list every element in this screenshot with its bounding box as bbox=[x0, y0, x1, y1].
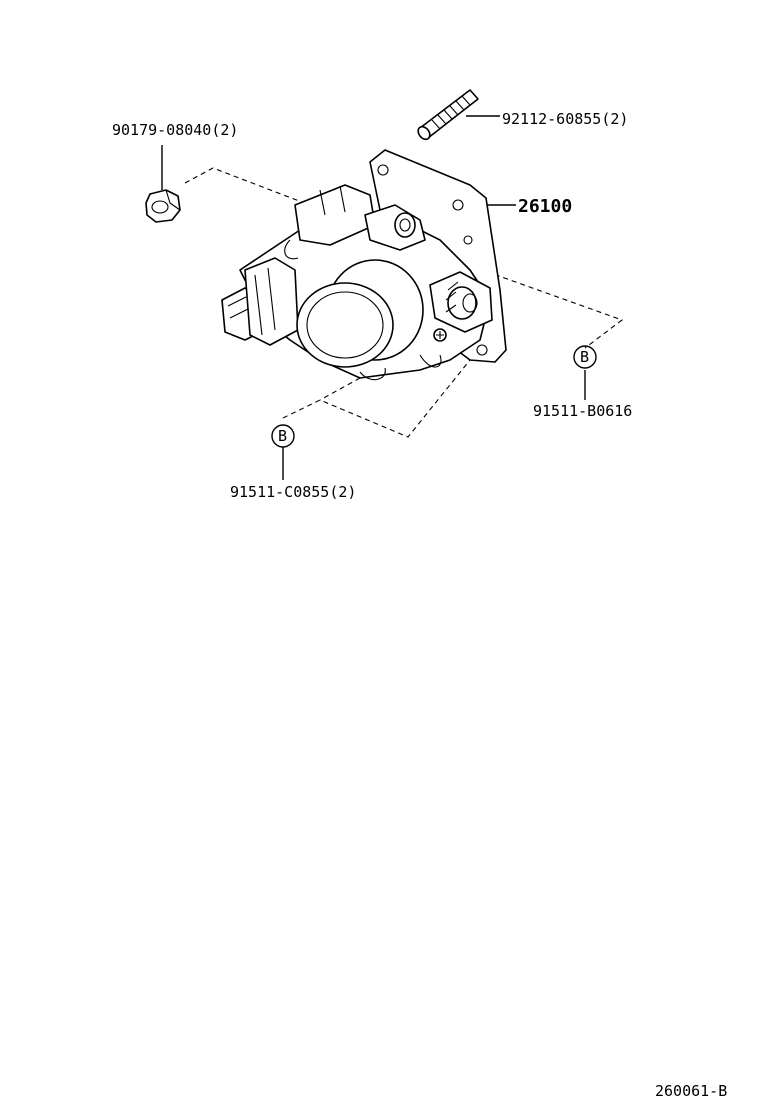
throttle-body-part-icon[interactable] bbox=[221, 149, 507, 381]
marker-b-bottom-letter: B bbox=[278, 427, 287, 445]
diagram-code: 260061-B bbox=[655, 1082, 727, 1100]
marker-b-right[interactable]: B bbox=[573, 345, 597, 369]
marker-b-bottom[interactable]: B bbox=[271, 424, 295, 448]
marker-b-right-circle bbox=[573, 345, 597, 369]
dashed-line-lower-link bbox=[319, 377, 361, 401]
marker-b-bottom-circle bbox=[271, 424, 295, 448]
dashed-line-lower bbox=[282, 359, 471, 438]
callout-stud-label[interactable]: 92112-60855(2) bbox=[502, 110, 628, 128]
marker-b-right-letter: B bbox=[580, 348, 589, 366]
callout-bolt-bottom-label[interactable]: 91511-C0855(2) bbox=[230, 483, 356, 501]
callout-throttle-body-label[interactable]: 26100 bbox=[518, 196, 572, 217]
nut-part-icon[interactable] bbox=[145, 189, 181, 223]
callout-bolt-right-label[interactable]: 91511-B0616 bbox=[533, 402, 632, 420]
callout-nut-label[interactable]: 90179-08040(2) bbox=[112, 121, 238, 139]
stud-bolt-part-icon[interactable] bbox=[416, 89, 479, 142]
